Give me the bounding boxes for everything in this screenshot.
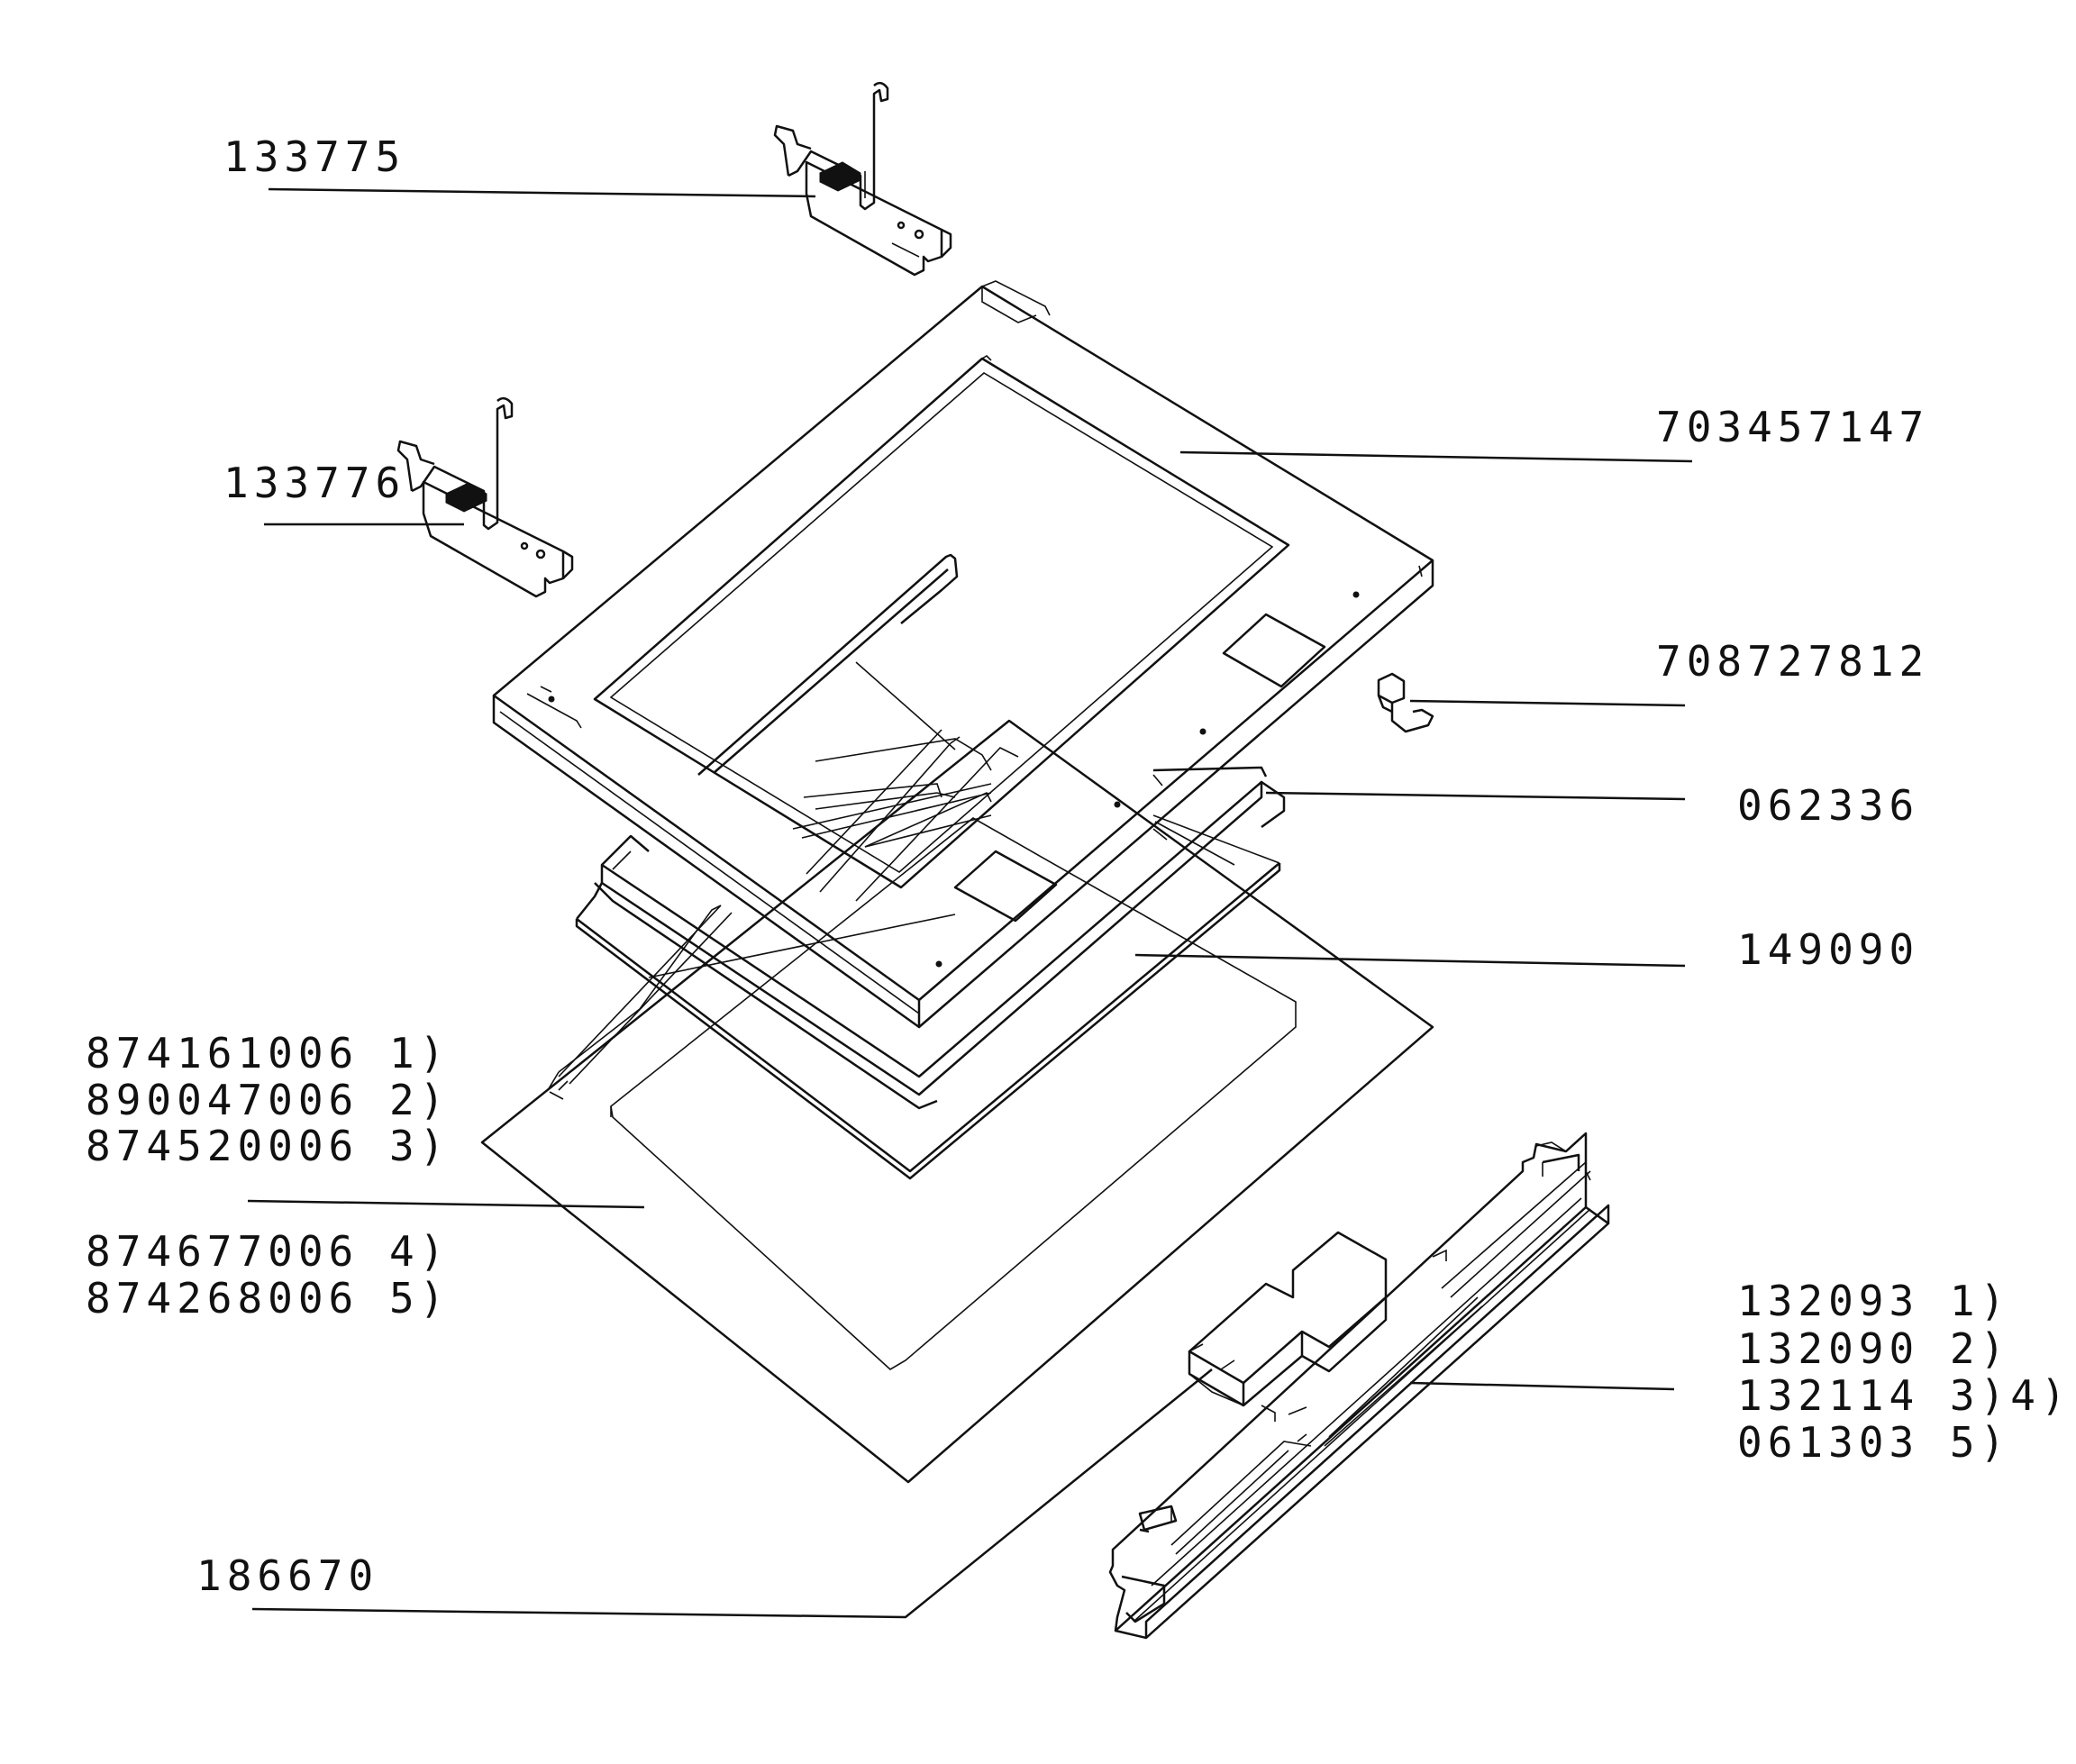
label-133775: 133775	[223, 132, 405, 181]
hinge-top	[773, 81, 952, 277]
door-handle	[1108, 1132, 1610, 1640]
leader-062336	[1265, 791, 1686, 801]
label-874268006: 874268006 5)	[86, 1274, 450, 1323]
label-186670: 186670	[196, 1551, 378, 1600]
outer-glass	[480, 719, 1434, 1484]
leader-874xxx	[247, 1199, 645, 1209]
label-061303: 061303 5)	[1737, 1418, 2010, 1467]
leader-708727812	[1409, 699, 1686, 707]
leader-133775	[268, 187, 816, 198]
label-708727812: 708727812	[1656, 637, 1929, 686]
leader-lines	[247, 187, 1693, 1619]
leader-149090	[1134, 953, 1686, 968]
clip	[1377, 672, 1434, 733]
inner-door-panel	[492, 280, 1434, 1029]
part-labels: 133775 133776 703457147 708727812 062336…	[86, 132, 2071, 1600]
label-890047006: 890047006 2)	[86, 1076, 450, 1124]
label-132114: 132114 3)4)	[1737, 1371, 2071, 1420]
hinge-left	[396, 396, 574, 598]
leader-186670	[251, 1368, 1213, 1619]
label-132090: 132090 2)	[1737, 1324, 2010, 1373]
label-132093: 132093 1)	[1737, 1277, 2010, 1325]
label-133776: 133776	[223, 459, 405, 507]
leader-132xxx	[1409, 1381, 1675, 1391]
label-874520006: 874520006 3)	[86, 1122, 450, 1170]
label-874677006: 874677006 4)	[86, 1227, 450, 1276]
label-149090: 149090	[1737, 925, 1919, 974]
label-062336: 062336	[1737, 781, 1919, 830]
door-seal	[697, 553, 1268, 787]
leader-703457147	[1179, 450, 1693, 463]
glass-frame	[558, 729, 1286, 1180]
label-703457147: 703457147	[1656, 403, 1929, 451]
label-874161006: 874161006 1)	[86, 1029, 450, 1077]
